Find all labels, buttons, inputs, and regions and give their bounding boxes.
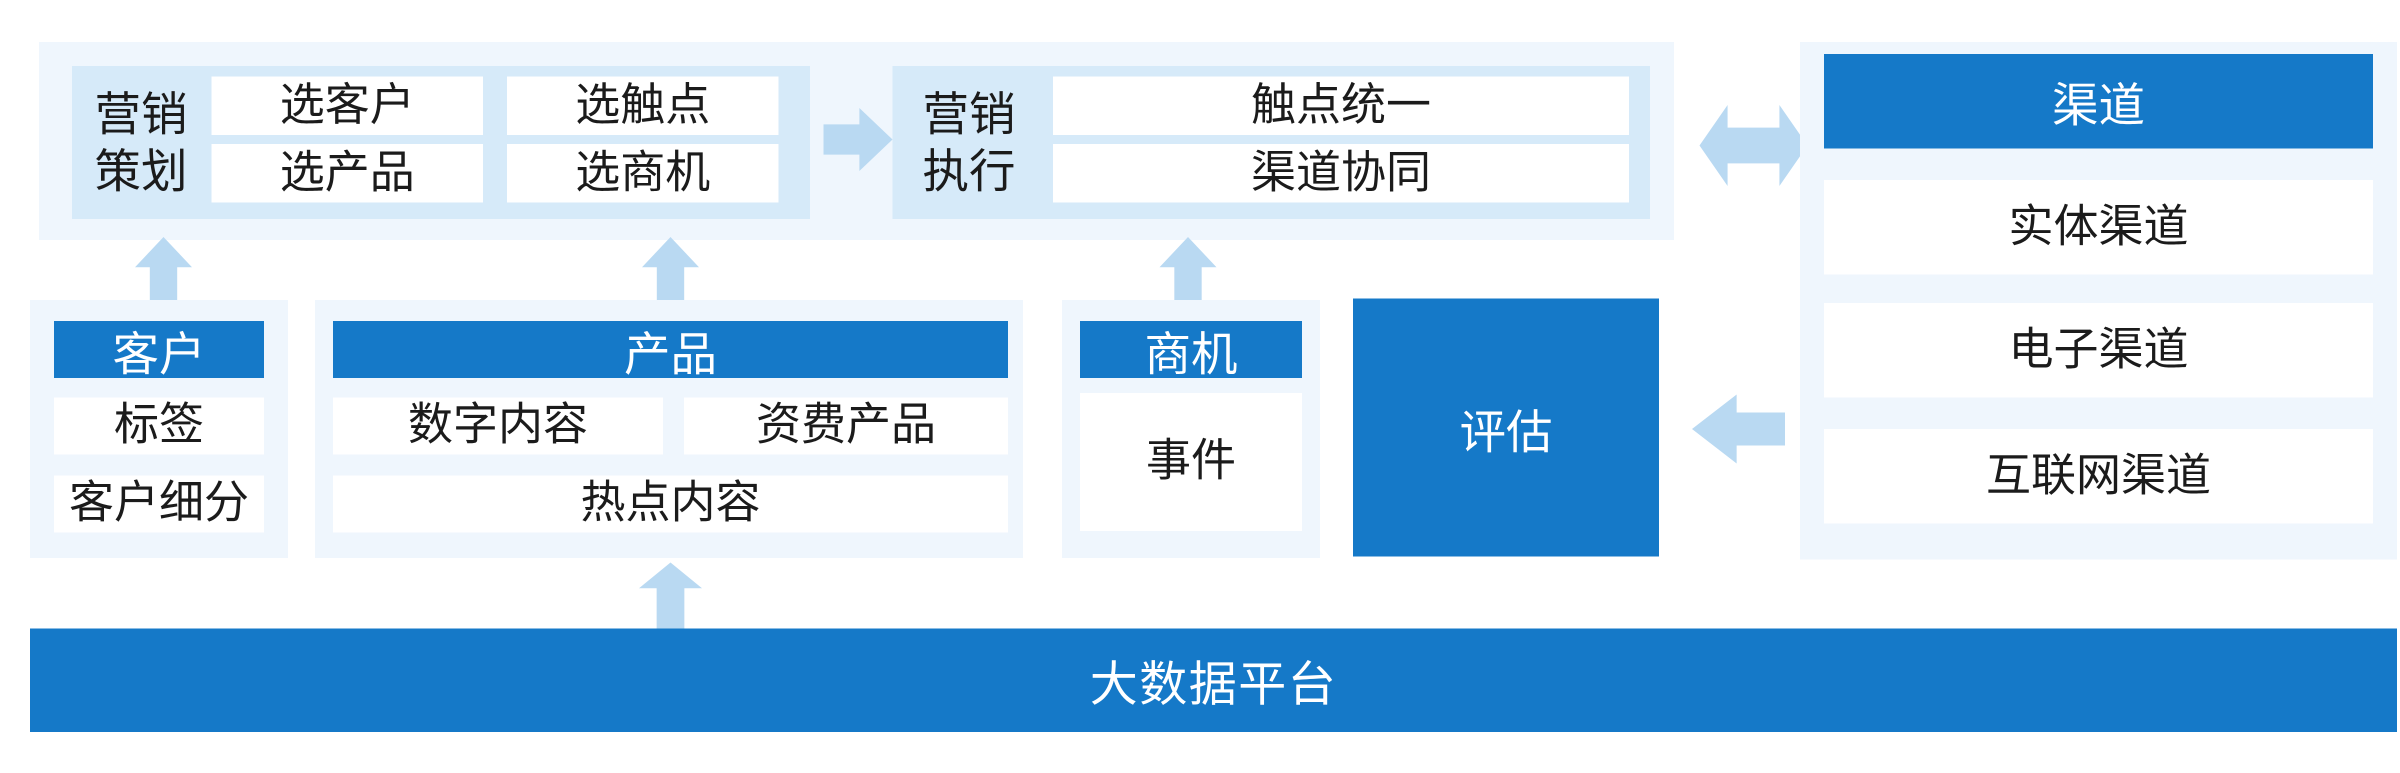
planning-item-select-customer[interactable]: 选客户 — [211, 76, 483, 135]
evaluation-block[interactable]: 评估 — [1353, 298, 1659, 557]
arrow-up-icon-opportunity — [1159, 237, 1217, 309]
product-item-hot-content[interactable]: 热点内容 — [333, 475, 1008, 533]
opportunity-header: 商机 — [1080, 321, 1302, 380]
opportunity-item-event[interactable]: 事件 — [1080, 393, 1302, 531]
product-header: 产品 — [333, 321, 1008, 380]
customer-item-segmentation[interactable]: 客户细分 — [54, 475, 264, 533]
planning-item-select-opportunity[interactable]: 选商机 — [507, 144, 779, 203]
execution-item-channel-collaboration[interactable]: 渠道协同 — [1053, 144, 1629, 203]
arrow-left-right-icon — [1699, 105, 1808, 186]
customer-item-tag[interactable]: 标签 — [54, 397, 264, 455]
big-data-platform-bar[interactable]: 大数据平台 — [30, 628, 2397, 732]
customer-header: 客户 — [54, 321, 264, 380]
product-item-digital-content[interactable]: 数字内容 — [333, 397, 663, 455]
planning-item-select-touchpoint[interactable]: 选触点 — [507, 76, 779, 135]
arrow-left-icon — [1692, 394, 1785, 464]
planning-item-select-product[interactable]: 选产品 — [211, 144, 483, 203]
execution-item-touchpoint-unified[interactable]: 触点统一 — [1053, 76, 1629, 135]
product-item-tariff-product[interactable]: 资费产品 — [684, 397, 1008, 455]
channel-item-physical[interactable]: 实体渠道 — [1824, 180, 2373, 275]
marketing-execution-label: 营销 执行 — [922, 88, 1016, 198]
arrow-up-icon-customer — [135, 237, 192, 309]
channel-item-electronic[interactable]: 电子渠道 — [1824, 303, 2373, 398]
arrow-up-icon-product — [642, 237, 699, 309]
channel-header: 渠道 — [1824, 54, 2373, 149]
channel-item-internet[interactable]: 互联网渠道 — [1824, 429, 2373, 524]
marketing-planning-label: 营销 策划 — [94, 88, 188, 198]
